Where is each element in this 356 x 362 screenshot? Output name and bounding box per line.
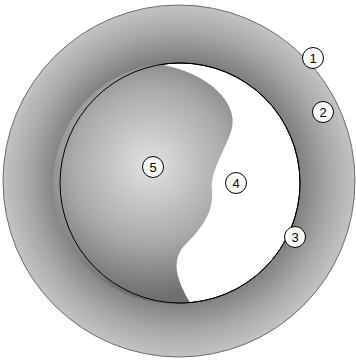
inner-wall-line	[60, 63, 300, 303]
callout-number: 1	[302, 47, 324, 69]
outer-wall	[3, 5, 355, 357]
callout-number: 4	[225, 172, 247, 194]
callout-number: 3	[284, 226, 306, 248]
callout-number: 5	[142, 156, 164, 178]
callout-number: 2	[312, 101, 334, 123]
plaque-mass	[53, 64, 233, 304]
